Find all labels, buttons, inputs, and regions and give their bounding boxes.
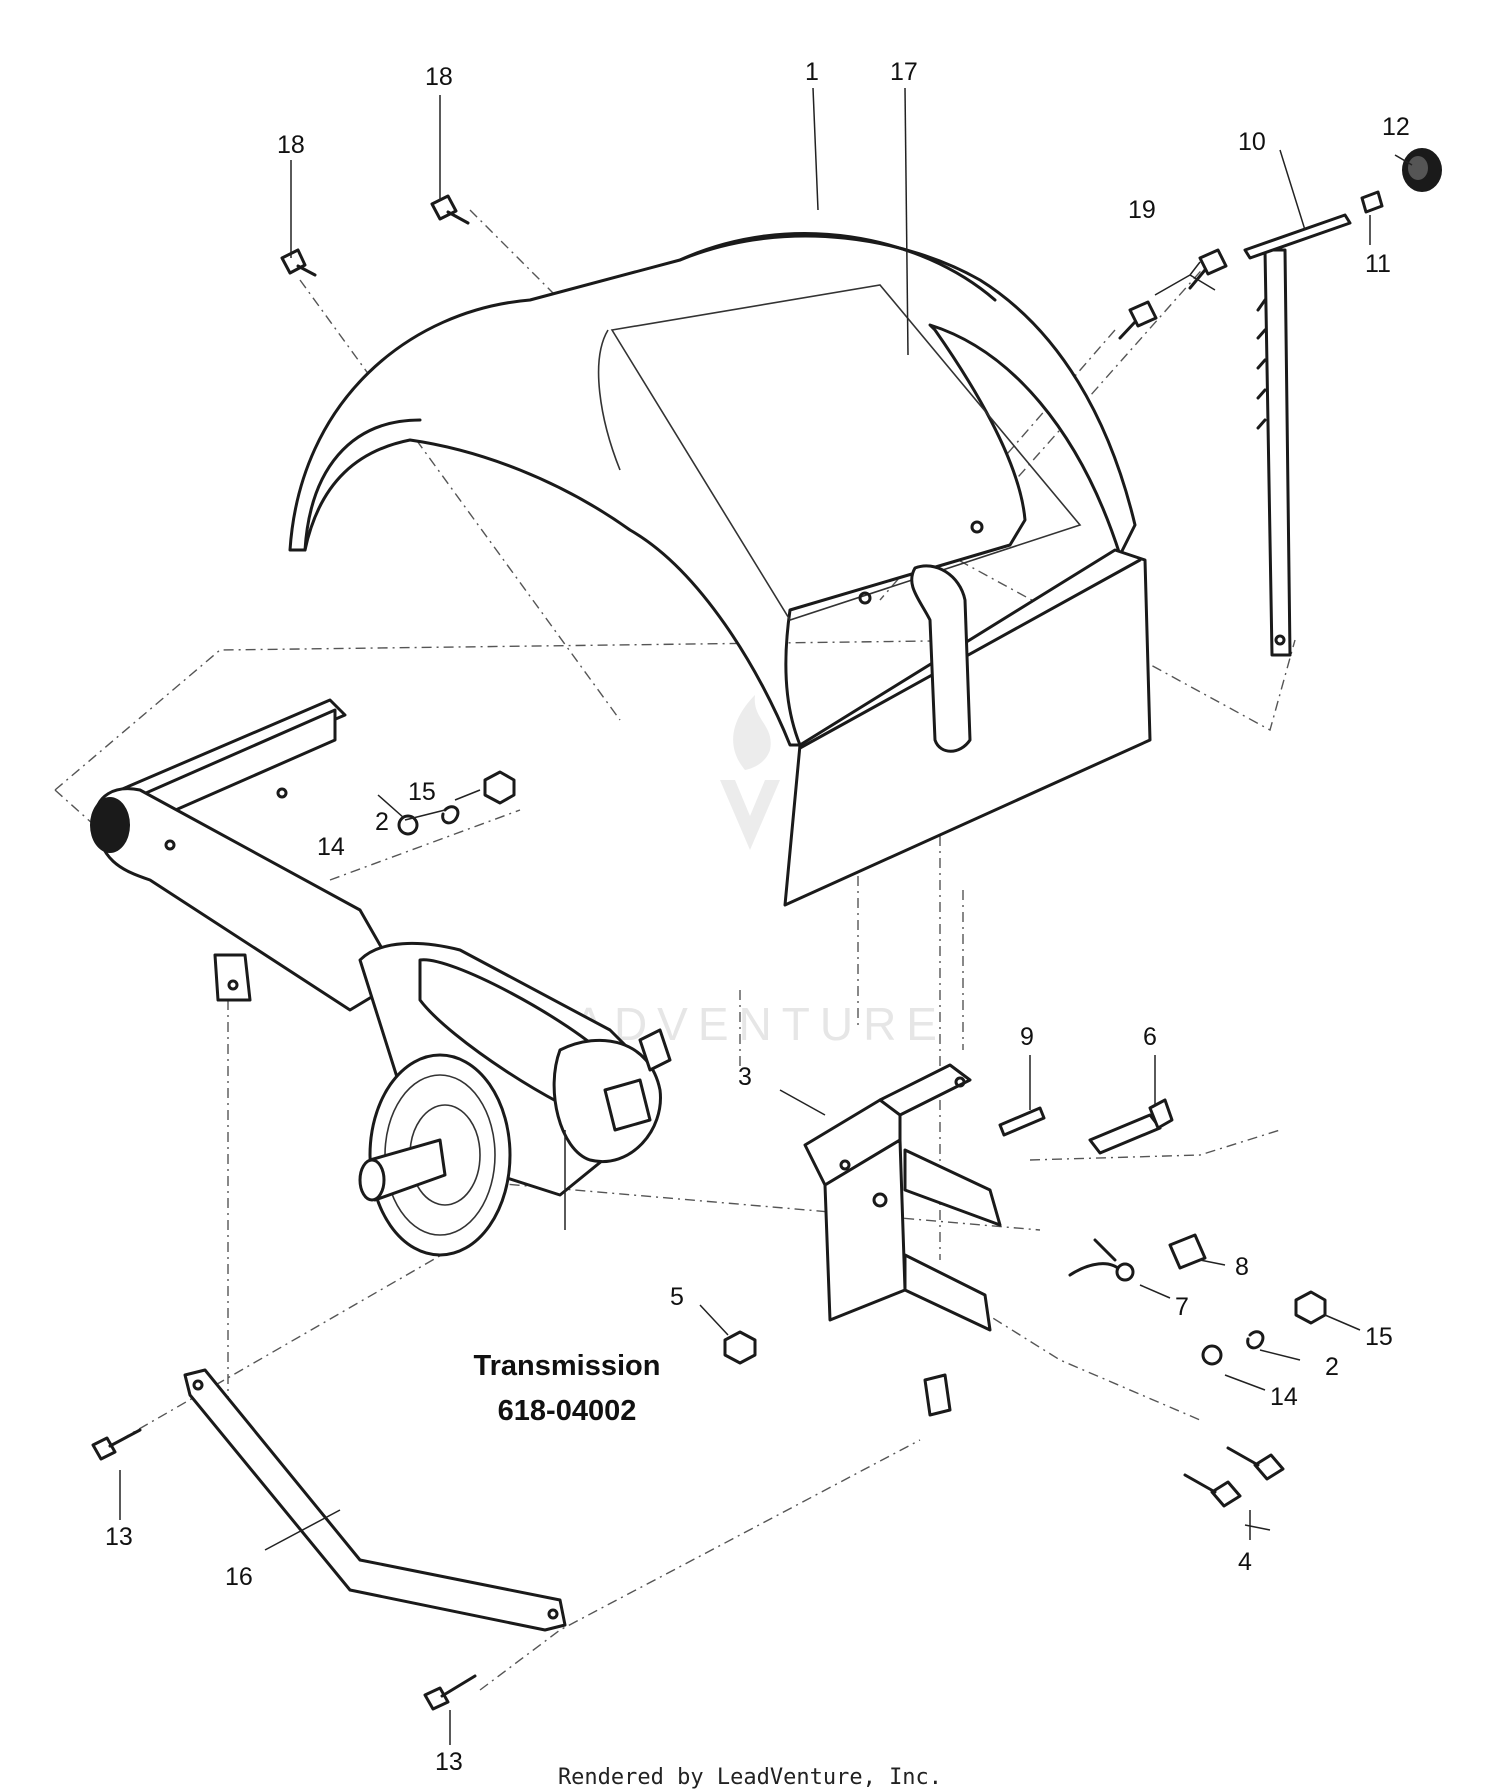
nut-15-left (483, 770, 516, 805)
callout-18-lower: 18 (277, 131, 305, 159)
hitch-bar (183, 1368, 567, 1632)
callout-14-right: 14 (1270, 1383, 1298, 1411)
leader-lines (119, 87, 1413, 1745)
washer-2-right (1246, 1330, 1265, 1350)
callout-12: 12 (1382, 113, 1410, 141)
callout-14-left: 14 (317, 833, 345, 861)
depth-bar (1243, 148, 1442, 657)
nut-5 (723, 1330, 757, 1365)
footer-credit: Rendered by LeadVenture, Inc. (558, 1765, 942, 1790)
transmission-part-number: 618-04002 (498, 1395, 637, 1427)
pin-9 (998, 1106, 1046, 1137)
shield-flap (783, 548, 1152, 907)
callout-16: 16 (225, 1563, 253, 1591)
washer-2-left (441, 805, 460, 825)
bolts-13 (91, 1428, 477, 1711)
callout-10: 10 (1238, 128, 1266, 156)
spring-7 (1068, 1238, 1122, 1277)
callout-13-lower: 13 (435, 1748, 463, 1776)
bracket-hardware (998, 1098, 1207, 1282)
transmission-name: Transmission (474, 1350, 661, 1382)
tine-frame (90, 698, 402, 1012)
callout-13-upper: 13 (105, 1523, 133, 1551)
transmission-label: Transmission 618-04002 (474, 1350, 661, 1427)
callout-9: 9 (1020, 1023, 1034, 1051)
depth-bar-nut (1360, 190, 1384, 214)
callout-8: 8 (1235, 1253, 1249, 1281)
callout-11: 11 (1365, 250, 1391, 278)
transmission (358, 942, 672, 1257)
assembly-guide-lines (54, 209, 1296, 1691)
callout-2-left: 2 (375, 808, 389, 836)
callout-5: 5 (670, 1283, 684, 1311)
callout-labels: 1 17 18 18 19 10 12 11 15 2 14 3 9 6 8 7… (105, 58, 1410, 1776)
callout-18-upper: 18 (425, 63, 453, 91)
sleeve-8 (1168, 1233, 1207, 1270)
callout-2-right: 2 (1325, 1353, 1339, 1381)
callout-3: 3 (738, 1063, 752, 1091)
callout-4: 4 (1238, 1548, 1252, 1576)
spacer-14-right (1201, 1344, 1223, 1366)
hitch-bracket (803, 1063, 1002, 1417)
callout-1: 1 (805, 58, 819, 86)
callout-7: 7 (1175, 1293, 1189, 1321)
bolt-6 (1088, 1113, 1162, 1155)
tine-shield (288, 232, 1137, 747)
callout-17: 17 (890, 58, 918, 86)
nut-15-right (1294, 1290, 1327, 1325)
spacer-14-left (397, 814, 419, 836)
callout-15-right: 15 (1365, 1323, 1393, 1351)
callout-19: 19 (1128, 196, 1156, 224)
callout-15-left: 15 (408, 778, 436, 806)
callout-6: 6 (1143, 1023, 1157, 1051)
shield-bolts (280, 194, 1228, 340)
bolts-4 (1183, 1446, 1285, 1508)
